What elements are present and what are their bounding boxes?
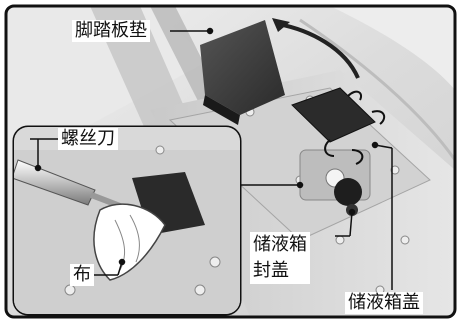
cloth-label: 布 [70,264,94,286]
reservoir-cover-label: 储液箱盖 [345,292,423,314]
leader-lines [30,27,393,290]
inset-detail [12,125,242,316]
footrest-mat-label: 脚踏板垫 [72,20,150,42]
reservoir-seal-label: 储液箱 封盖 [250,232,310,284]
screwdriver-label: 螺丝刀 [58,128,118,150]
